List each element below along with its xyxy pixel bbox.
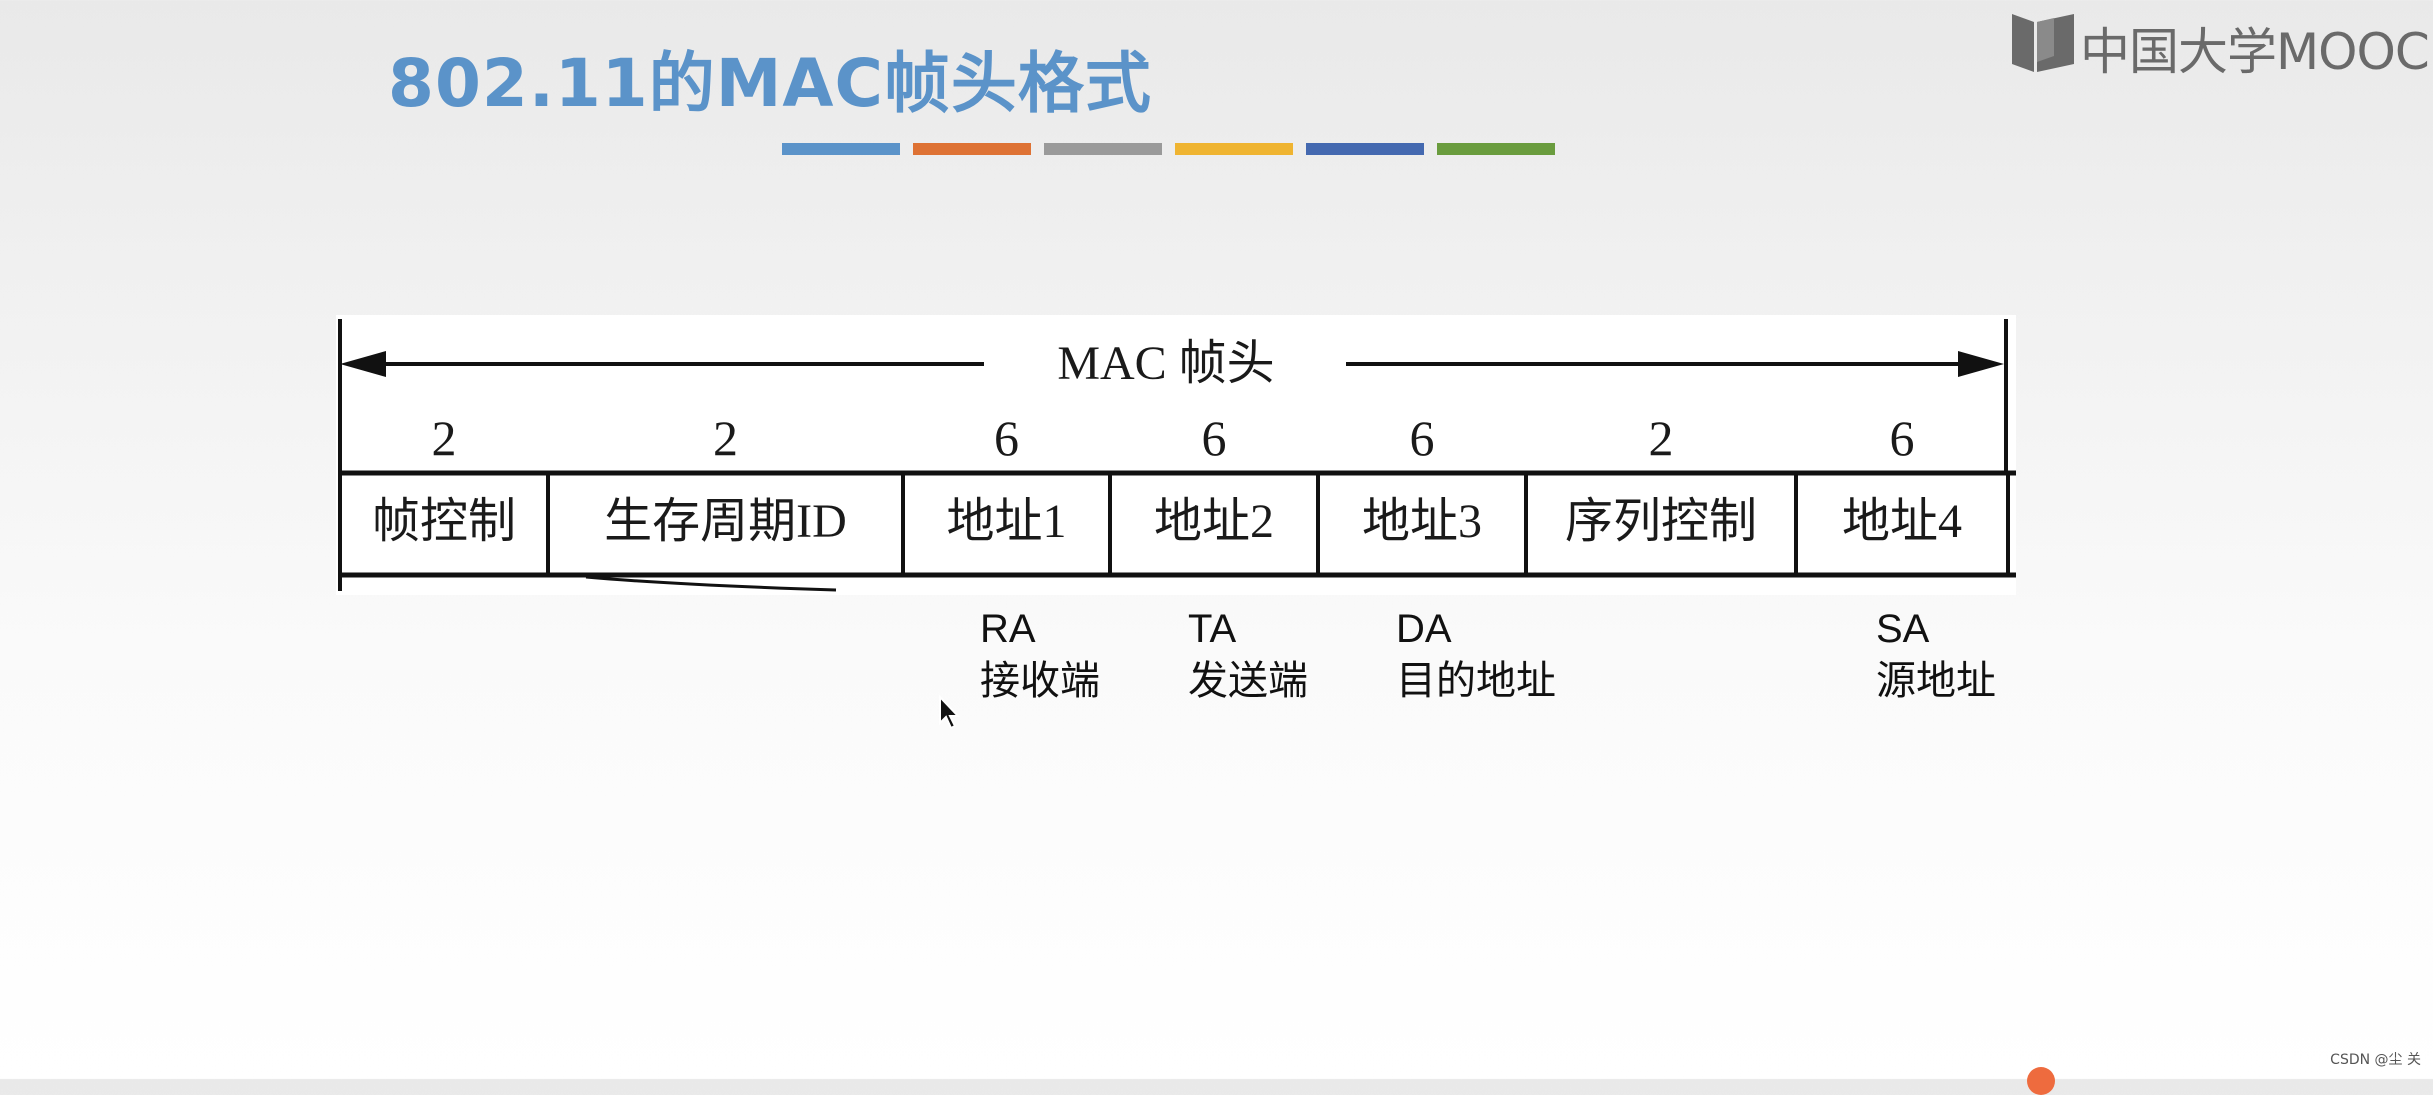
diagram-svg: MAC 帧头 2 帧控制 2 生存周期ID 6 地址1 6 地址2 6 地址3 2 序列控制 6 地址4 (338, 319, 2016, 592)
annotation-abbr: RA (980, 607, 1036, 651)
orange-dot (2027, 1067, 2055, 1095)
annotation-desc: 发送端 (1188, 659, 1308, 703)
annotation-desc: 接收端 (980, 659, 1100, 703)
field-label-1: 帧控制 (372, 495, 516, 548)
field-size-5: 6 (1410, 410, 1435, 466)
field-size-3: 6 (994, 410, 1019, 466)
logo-text: 中国大学MOOC (2080, 23, 2430, 81)
arrow-right-head (1958, 351, 2004, 377)
annotation-abbr: SA (1876, 607, 1930, 651)
book-icon (2012, 14, 2074, 72)
mouse-cursor-icon (939, 695, 961, 730)
field-label-2: 生存周期ID (604, 495, 847, 548)
field-label-5: 地址3 (1362, 495, 1482, 548)
slide-title: 802.11的MAC帧头格式 (388, 45, 1152, 122)
field-label-4: 地址2 (1154, 495, 1274, 548)
annotation-da: DA 目的地址 (1396, 603, 1556, 707)
watermark: CSDN @尘 关 (2330, 1052, 2421, 1068)
annotation-abbr: DA (1396, 607, 1452, 651)
mac-header-diagram: MAC 帧头 2 帧控制 2 生存周期ID 6 地址1 6 地址2 6 地址3 2 序列控制 6 地址4 (336, 315, 2016, 595)
annotation-desc: 源地址 (1876, 659, 1996, 703)
field-label-6: 序列控制 (1565, 495, 1757, 548)
field-size-4: 6 (1202, 410, 1227, 466)
field-size-7: 6 (1890, 410, 1915, 466)
annotation-ta: TA 发送端 (1188, 603, 1308, 707)
accent-bar-3 (1044, 143, 1162, 155)
accent-bar-2 (913, 143, 1031, 155)
accent-bar-4 (1175, 143, 1293, 155)
accent-bar-5 (1306, 143, 1424, 155)
accent-bar-6 (1437, 143, 1555, 155)
field-size-2: 2 (713, 410, 738, 466)
scan-artifact-line (585, 575, 837, 592)
arrow-left-head (340, 351, 386, 377)
annotation-abbr: TA (1188, 607, 1237, 651)
annotation-desc: 目的地址 (1396, 659, 1556, 703)
field-size-1: 2 (432, 410, 457, 466)
annotation-ra: RA 接收端 (980, 603, 1100, 707)
field-size-6: 2 (1649, 410, 1674, 466)
annotation-sa: SA 源地址 (1876, 603, 1996, 707)
span-label: MAC 帧头 (1057, 337, 1274, 390)
field-label-3: 地址1 (946, 495, 1066, 548)
accent-bar-1 (782, 143, 900, 155)
field-label-7: 地址4 (1842, 495, 1962, 548)
